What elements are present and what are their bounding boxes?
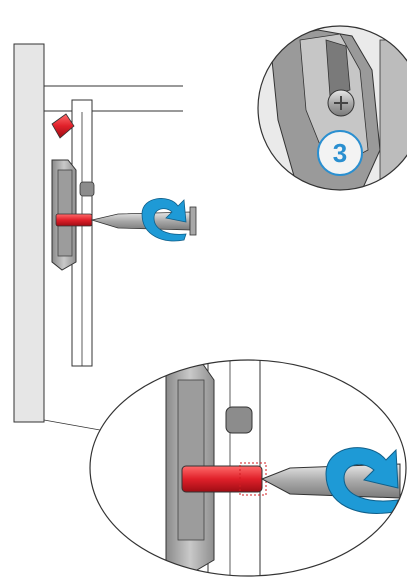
hinge-arm: [57, 169, 73, 257]
rotation-arrow-icon: [141, 198, 187, 242]
cabinet-side-panel: [13, 43, 45, 423]
hinge-pin: [79, 181, 95, 197]
detail-magnifier-bottom: [89, 359, 407, 577]
rotation-arrow-detail-icon: [325, 447, 399, 514]
adjustment-screw: [55, 213, 93, 227]
step-badge: [317, 130, 363, 176]
hinge-clip: [51, 113, 75, 139]
screwdriver: [90, 206, 197, 236]
main-side-view: [13, 43, 197, 423]
step-number: 3: [333, 138, 347, 168]
detail-magnifier-top: 3: [257, 25, 407, 191]
hinge-pin-detail: [225, 406, 253, 434]
detail-connector: [43, 419, 101, 431]
adjustment-screw-detail: [181, 465, 263, 493]
